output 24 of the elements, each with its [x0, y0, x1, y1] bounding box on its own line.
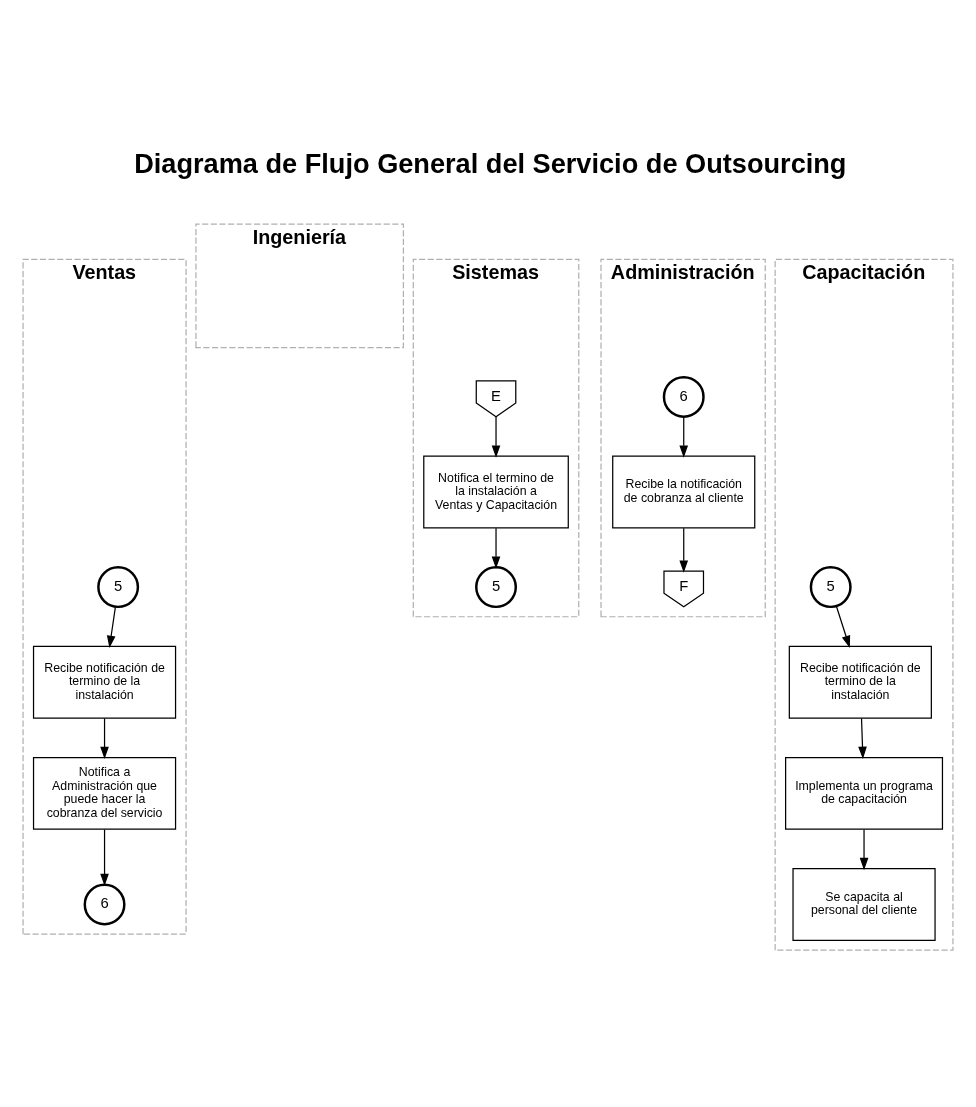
node-box: Implementa un programa de capacitación — [785, 756, 944, 830]
diagram-title: Diagrama de Flujo General del Servicio de Outsourcing — [134, 147, 847, 179]
arrow — [858, 717, 867, 759]
node-circle: 5 — [809, 565, 852, 608]
arrow — [491, 415, 501, 458]
arrow — [859, 828, 869, 870]
arrow — [679, 415, 689, 458]
arrow — [106, 605, 116, 648]
node-box: Recibe notificación de termino de la instalación — [32, 645, 177, 719]
arrow — [100, 828, 109, 886]
arrow — [835, 605, 851, 648]
node-box: Se capacita al personal del cliente — [792, 867, 936, 941]
node-circle: 6 — [83, 883, 126, 925]
node-box: Ingeniería — [195, 222, 405, 348]
node-box: Notifica el termino de la instalación a Ventas y Capacitación — [423, 455, 569, 528]
node-circle: 5 — [475, 565, 518, 608]
node-box: Recibe notificación de termino de la instalación — [788, 645, 932, 719]
node-circle: 6 — [662, 375, 705, 418]
arrow — [491, 527, 501, 569]
arrow — [679, 527, 689, 573]
node-box: Recibe la notificación de cobranza al cliente — [612, 455, 756, 528]
arrow — [100, 717, 109, 759]
node-circle: 5 — [97, 565, 140, 608]
node-box: Notifica a Administración que puede hacer la cobranza del servicio — [32, 756, 177, 830]
